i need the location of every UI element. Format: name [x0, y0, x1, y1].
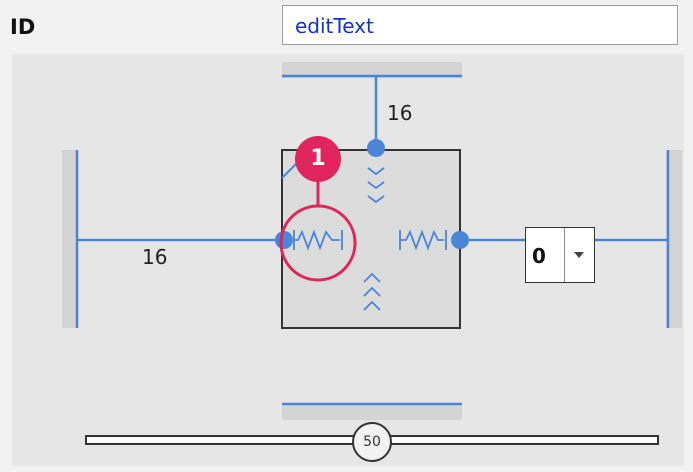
chevron-down-icon[interactable] [564, 228, 594, 282]
id-label: ID [10, 15, 36, 39]
id-input[interactable]: editText [282, 5, 678, 45]
chevrons-down-icon [367, 167, 385, 204]
bias-slider-thumb[interactable]: 50 [352, 422, 392, 462]
top-parent-rail [282, 62, 462, 78]
right-margin-dropdown[interactable]: 0 [525, 227, 595, 283]
right-parent-rail [666, 150, 682, 328]
top-margin-value[interactable]: 16 [387, 101, 413, 125]
left-margin-value[interactable]: 16 [142, 245, 168, 269]
left-spring-icon[interactable] [293, 229, 343, 251]
id-row: ID editText [0, 0, 693, 52]
callout-badge: 1 [295, 136, 341, 182]
chevrons-up-icon [363, 272, 381, 311]
right-anchor-handle[interactable] [451, 231, 469, 249]
left-anchor-handle[interactable] [275, 231, 293, 249]
top-anchor-handle[interactable] [367, 139, 385, 157]
left-parent-rail [62, 150, 78, 328]
callout-ring [279, 204, 357, 282]
bottom-parent-rail [282, 404, 462, 420]
right-spring-icon[interactable] [399, 229, 447, 251]
right-margin-dropdown-value: 0 [532, 244, 546, 268]
